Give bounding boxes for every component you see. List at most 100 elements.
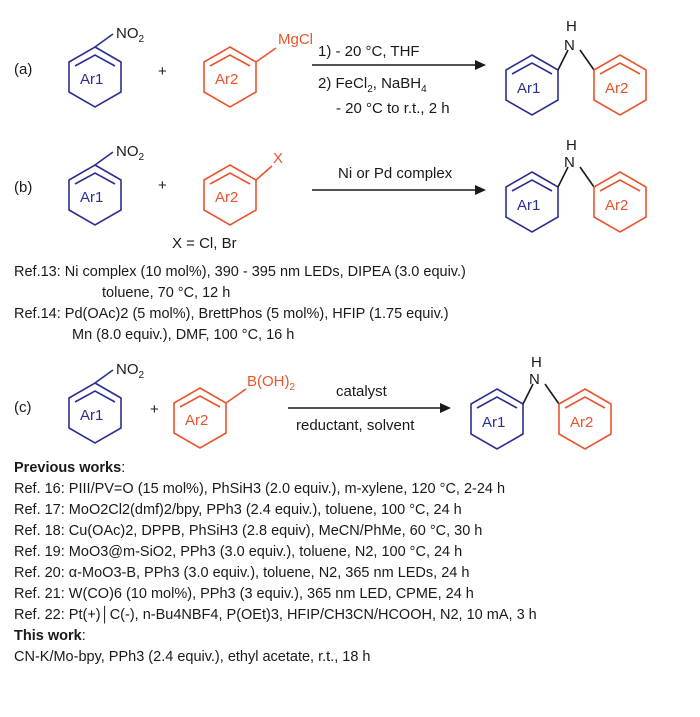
product-ar2-label: Ar2	[605, 80, 628, 97]
ring-double-bond	[511, 62, 553, 75]
ar1-label: Ar1	[80, 71, 103, 88]
product-ar2-label: Ar2	[570, 414, 593, 431]
ring-double-bond	[476, 396, 518, 409]
nitro-group: NO2	[116, 361, 145, 381]
panel-b-label: (b)	[14, 179, 32, 196]
panel-b-haloarene: Ar2 X	[203, 150, 283, 226]
panel-a-grignard: Ar2 MgCl	[203, 31, 313, 108]
panel-c: (c) Ar1 NO2 + Ar2 B(OH)2 catalyst reduct…	[14, 354, 612, 450]
ring-double-bond	[74, 54, 116, 67]
arrow-head	[475, 60, 486, 70]
ref-text: Mn (8.0 equiv.), DMF, 100 °C, 16 h	[72, 327, 295, 343]
nh-nitrogen: N	[564, 154, 575, 171]
reaction-scheme: (a) Ar1 NO2 + Ar2 MgCl 1) - 20 °C, THF 2…	[14, 18, 647, 450]
previous-work-item: Ref. 22: Pt(+)│C(-), n-Bu4NBF4, P(OEt)3,…	[14, 607, 537, 623]
plus-sign: +	[158, 177, 167, 194]
product-ar1-label: Ar1	[482, 414, 505, 431]
ref-line: toluene, 70 °C, 12 h	[14, 283, 466, 304]
condition-line-1: Ni or Pd complex	[338, 165, 453, 182]
previous-work-item: Ref. 18: Cu(OAc)2, DPPB, PhSiH3 (2.8 equ…	[14, 523, 483, 539]
bond-line	[579, 49, 595, 71]
arrow-head	[475, 185, 486, 195]
ref-text: Ni complex (10 mol%), 390 - 395 nm LEDs,…	[64, 264, 466, 280]
bond-line	[255, 47, 277, 63]
nh-nitrogen: N	[564, 37, 575, 54]
ar1-label: Ar1	[80, 189, 103, 206]
panel-c-nitroarene: Ar1 NO2	[68, 361, 145, 444]
panel-c-boronic-acid: Ar2 B(OH)2	[173, 373, 296, 449]
benzene-ring-ar1	[68, 164, 122, 226]
benzene-ring-ar1	[68, 382, 122, 444]
previous-work-item: Ref. 16: PIII/PV=O (15 mol%), PhSiH3 (2.…	[14, 481, 506, 497]
ar2-label: Ar2	[185, 412, 208, 429]
ref-label: Ref.13:	[14, 264, 65, 280]
product-ar1-label: Ar1	[517, 80, 540, 97]
heading-colon: :	[121, 460, 126, 476]
nh-hydrogen: H	[566, 18, 577, 35]
nitro-group: NO2	[116, 25, 145, 45]
refs-b: Ref.13: Ni complex (10 mol%), 390 - 395 …	[14, 262, 466, 346]
previous-works-heading: Previous works:	[14, 458, 537, 479]
previous-works-title: Previous works	[14, 460, 122, 476]
boronic-acid-group: B(OH)2	[247, 373, 296, 393]
ref-text: toluene, 70 °C, 12 h	[102, 285, 231, 301]
panel-b: (b) Ar1 NO2 + Ar2 X X = Cl, Br Ni or Pd …	[14, 137, 647, 252]
x-definition: X = Cl, Br	[172, 235, 237, 252]
ref-line: Mn (8.0 equiv.), DMF, 100 °C, 16 h	[14, 325, 466, 346]
product-ring-ar2	[558, 388, 612, 450]
bond-line	[544, 383, 560, 405]
arrow-head	[440, 403, 451, 413]
this-work-title: This work	[14, 628, 82, 644]
bond-line	[94, 151, 114, 166]
previous-work-item: Ref. 20: α-MoO3-B, PPh3 (3.0 equiv.), to…	[14, 565, 470, 581]
condition-line-3: - 20 °C to r.t., 2 h	[336, 100, 450, 117]
condition-line-2: 2) FeCl2, NaBH4	[318, 75, 427, 95]
ar1-label: Ar1	[80, 407, 103, 424]
ref-line: Ref.14: Pd(OAc)2 (5 mol%), BrettPhos (5 …	[14, 304, 466, 325]
ring-double-bond	[209, 54, 251, 67]
previous-work-item: Ref. 21: W(CO)6 (10 mol%), PPh3 (3 equiv…	[14, 586, 474, 602]
panel-a-nitroarene: Ar1 NO2	[68, 25, 145, 108]
ring-double-bond	[179, 395, 221, 408]
bond-line	[225, 388, 247, 404]
this-work-heading: This work:	[14, 626, 537, 647]
panel-b-nitroarene: Ar1 NO2	[68, 143, 145, 226]
product-ar1-label: Ar1	[517, 197, 540, 214]
ref-text: Pd(OAc)2 (5 mol%), BrettPhos (5 mol%), H…	[64, 306, 449, 322]
ring-double-bond	[564, 396, 606, 409]
ar2-label: Ar2	[215, 189, 238, 206]
bond-line	[255, 165, 273, 181]
previous-work-item: Ref. 19: MoO3@m-SiO2, PPh3 (3.0 equiv.),…	[14, 544, 463, 560]
panel-c-label: (c)	[14, 399, 32, 416]
bond-line	[579, 166, 595, 188]
bond-line	[557, 166, 569, 188]
ar2-label: Ar2	[215, 71, 238, 88]
ring-double-bond	[511, 179, 553, 192]
ref-label: Ref.14:	[14, 306, 65, 322]
product-ring-ar2	[593, 171, 647, 233]
panel-b-product: Ar1 N H Ar2	[505, 137, 647, 233]
panel-c-product: Ar1 N H Ar2	[470, 354, 612, 450]
this-work-conditions: CN-K/Mo-bpy, PPh3 (2.4 equiv.), ethyl ac…	[14, 649, 371, 665]
product-ring-ar2	[593, 54, 647, 116]
condition-catalyst: catalyst	[336, 383, 388, 400]
ref-line: Ref.13: Ni complex (10 mol%), 390 - 395 …	[14, 262, 466, 283]
nh-hydrogen: H	[566, 137, 577, 154]
nh-nitrogen: N	[529, 371, 540, 388]
bond-line	[94, 33, 114, 48]
panel-a-label: (a)	[14, 61, 32, 78]
mgcl-group: MgCl	[278, 31, 313, 48]
ring-double-bond	[74, 172, 116, 185]
product-ar2-label: Ar2	[605, 197, 628, 214]
ring-double-bond	[599, 62, 641, 75]
ring-double-bond	[74, 390, 116, 403]
halide-group: X	[273, 150, 283, 167]
panel-a: (a) Ar1 NO2 + Ar2 MgCl 1) - 20 °C, THF 2…	[14, 18, 647, 117]
plus-sign: +	[158, 63, 167, 80]
bond-line	[522, 383, 534, 405]
condition-reductant: reductant, solvent	[296, 417, 415, 434]
nh-hydrogen: H	[531, 354, 542, 371]
bond-line	[557, 49, 569, 71]
plus-sign: +	[150, 401, 159, 418]
ring-double-bond	[599, 179, 641, 192]
